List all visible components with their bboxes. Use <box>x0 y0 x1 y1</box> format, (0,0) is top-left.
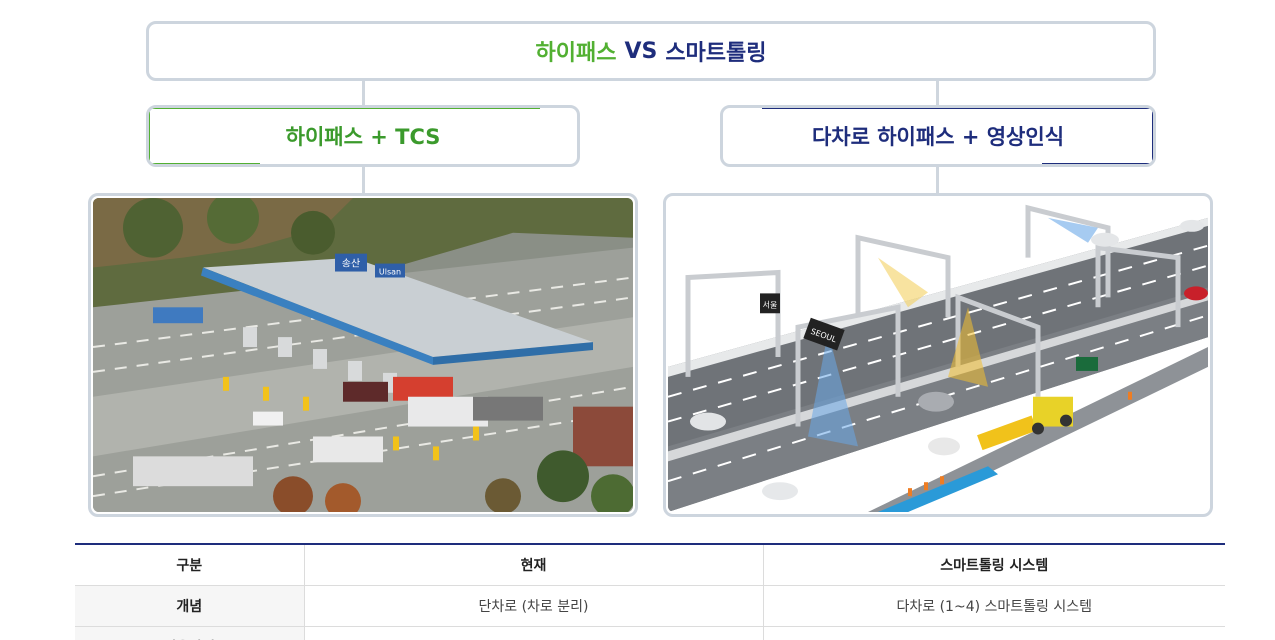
navy-accent-bottom <box>1042 163 1153 164</box>
cell-usage-smart: 무정차 <box>762 626 1225 640</box>
hipass-tcs-label: 하이패스 + TCS <box>285 125 441 149</box>
connector-top-left <box>362 81 365 105</box>
cell-concept-smart: 다차로 (1~4) 스마트톨링 시스템 <box>762 585 1225 627</box>
green-accent-side <box>149 108 150 164</box>
table-header-row: 구분 현재 스마트톨링 시스템 <box>75 544 1225 586</box>
navy-accent-top <box>762 108 1153 109</box>
title-hipass: 하이패스 <box>535 41 617 66</box>
header-smart-tolling: 스마트톨링 시스템 <box>762 544 1225 586</box>
multilane-hipass-label: 다차로 하이패스 + 영상인식 <box>811 125 1065 149</box>
cell-usage-current: 하이패스 이용 시 하이패스 차로로 진입 후 통과 <box>303 626 763 640</box>
navy-accent-side <box>1152 108 1153 164</box>
table-row: 이용방법 하이패스 이용 시 하이패스 차로로 진입 후 통과 무정차 <box>75 626 1225 640</box>
connector-top-right <box>936 81 939 105</box>
toll-plaza-photo: 송산 Ulsan <box>88 193 638 517</box>
green-accent-bottom <box>149 163 260 164</box>
connector-mid-right <box>936 167 939 193</box>
title-smarttolling: 스마트톨링 <box>665 41 767 66</box>
toll-sign-korean: 송산 <box>342 258 360 270</box>
multilane-hipass-box: 다차로 하이패스 + 영상인식 <box>720 105 1156 167</box>
comparison-title: 하이패스 VS 스마트톨링 <box>146 21 1156 81</box>
comparison-table: 구분 현재 스마트톨링 시스템 개념 단차로 (차로 분리) 다차로 (1~4)… <box>75 543 1225 640</box>
header-category: 구분 <box>75 544 304 586</box>
smart-tolling-illustration: 서울 SEOUL <box>663 193 1213 517</box>
cell-concept-current: 단차로 (차로 분리) <box>303 585 763 627</box>
header-current: 현재 <box>303 544 763 586</box>
row-label-concept: 개념 <box>75 585 304 627</box>
title-vs: VS <box>624 38 658 64</box>
connector-mid-left <box>362 167 365 193</box>
smart-tolling-image: 서울 SEOUL <box>668 198 1208 512</box>
toll-sign-english: Ulsan <box>379 268 401 277</box>
table-row: 개념 단차로 (차로 분리) 다차로 (1~4) 스마트톨링 시스템 <box>75 585 1225 627</box>
green-accent-top <box>149 108 540 109</box>
row-label-usage: 이용방법 <box>75 626 304 640</box>
hipass-tcs-box: 하이패스 + TCS <box>146 105 580 167</box>
toll-plaza-image: 송산 Ulsan <box>93 198 633 512</box>
seoul-sign-korean: 서울 <box>763 300 778 309</box>
